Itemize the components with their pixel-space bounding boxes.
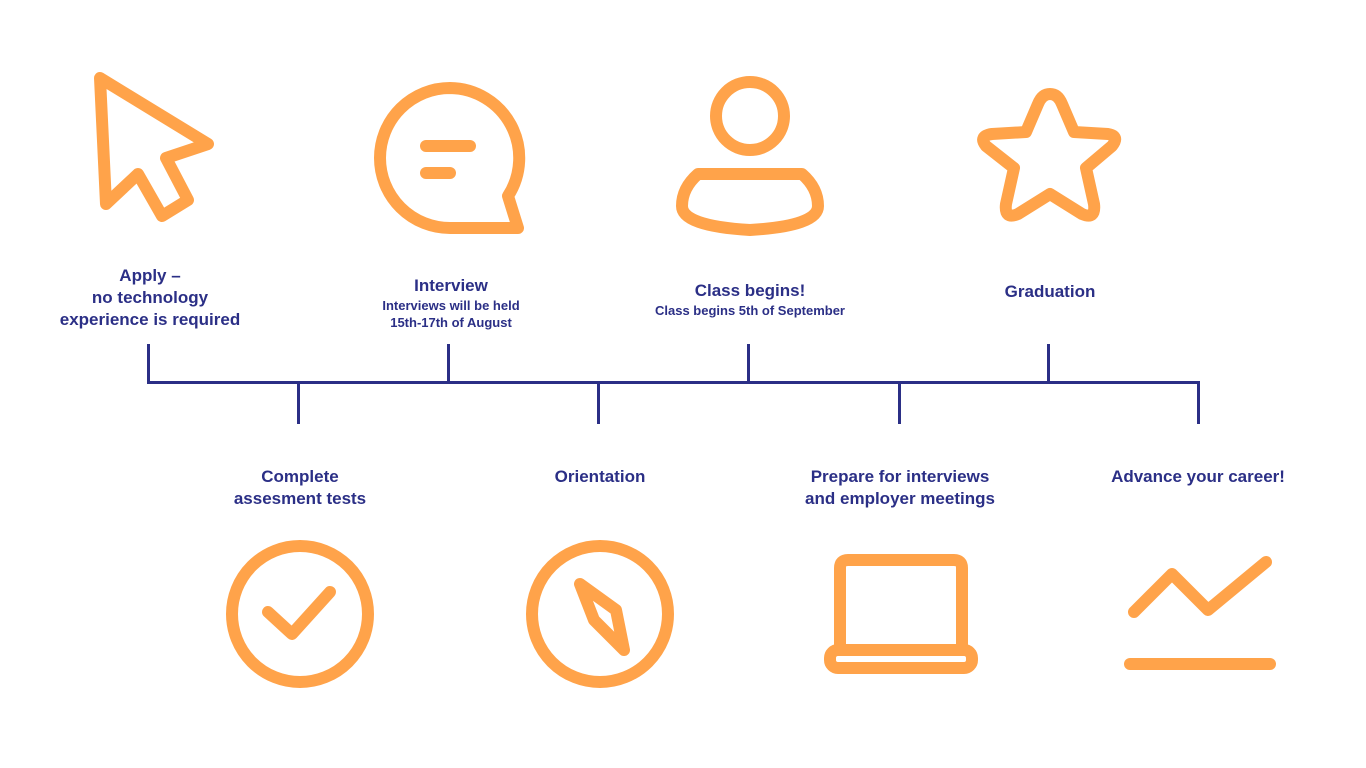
timeline-tick-orientation [597,381,600,424]
step-interview-sub-line-1: Interviews will be held [382,298,520,313]
step-graduation-label: Graduation [1005,281,1096,303]
check-circle-icon [226,540,376,690]
step-apply-label: Apply – no technology experience is requ… [60,265,240,331]
timeline-tick-assessment [297,381,300,424]
step-advance-label: Advance your career! [1111,466,1285,488]
step-assessment-title-line-1: Complete [261,467,339,486]
step-prepare-label: Prepare for interviews and employer meet… [805,466,995,510]
trend-chart-icon [1122,556,1278,672]
timeline-tick-class-begins [747,344,750,384]
step-class-begins-title: Class begins! [694,281,806,300]
timeline-tick-prepare [898,381,901,424]
step-orientation-title: Orientation [554,467,646,486]
step-interview-title: Interview [414,276,488,295]
step-interview-label: Interview Interviews will be held 15th-1… [382,275,519,331]
step-interview-sub-line-2: 15th-17th of August [390,315,512,330]
star-icon [974,86,1130,234]
step-prepare-title-line-2: and employer meetings [805,489,995,508]
step-apply-title-line-2: no technology [91,288,209,307]
chat-bubble-icon [372,82,528,234]
step-orientation-label: Orientation [555,466,646,488]
laptop-icon [824,554,978,674]
step-apply-title-line-1: Apply – [119,266,181,285]
timeline-tick-apply [147,344,150,384]
step-apply-title-line-3: experience is required [59,310,241,329]
timeline-tick-interview [447,344,450,384]
step-assessment-title-line-2: assesment tests [233,489,367,508]
step-graduation-title: Graduation [1004,282,1096,301]
timeline-tick-advance [1197,381,1200,424]
step-assessment-label: Complete assesment tests [234,466,366,510]
step-class-begins-sub: Class begins 5th of September [655,303,845,318]
cursor-icon [90,68,220,228]
step-advance-title: Advance your career! [1111,467,1285,486]
compass-icon [524,540,676,692]
timeline-tick-graduation [1047,344,1050,384]
timeline-axis [147,381,1200,384]
step-class-begins-label: Class begins! Class begins 5th of Septem… [655,280,845,319]
user-icon [674,76,830,240]
step-prepare-title-line-1: Prepare for interviews [810,467,990,486]
